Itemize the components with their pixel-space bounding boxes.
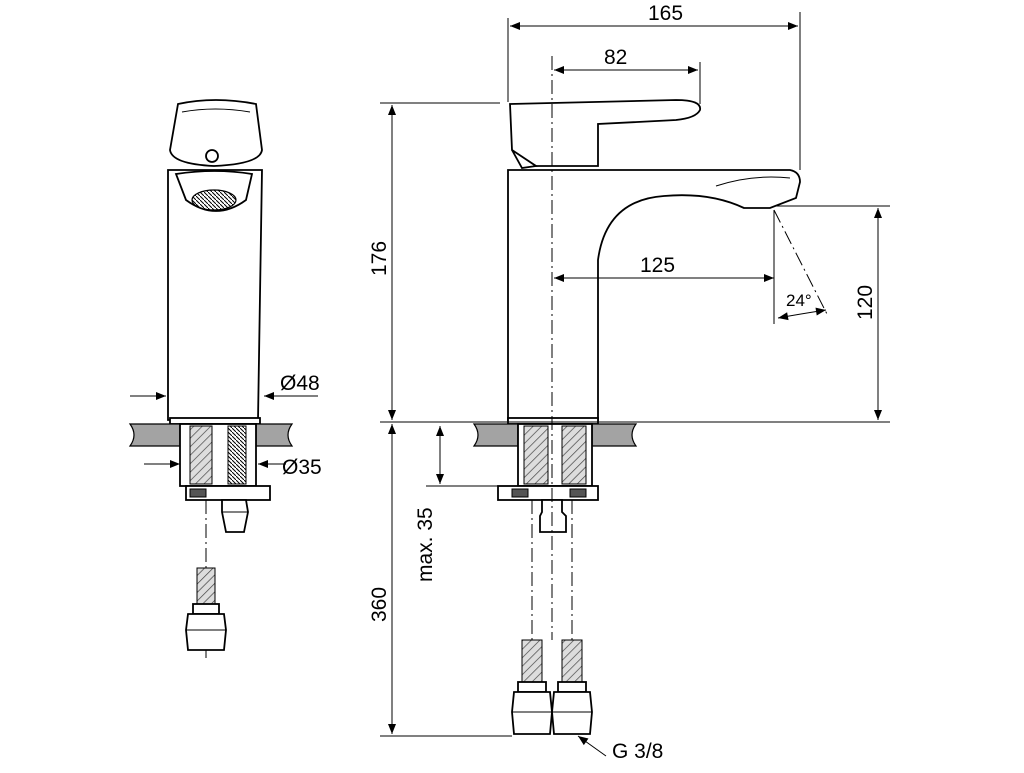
label-24-degree: 24° xyxy=(786,291,812,310)
label-176: 176 xyxy=(368,241,391,276)
label-165: 165 xyxy=(648,2,683,25)
front-view xyxy=(128,99,294,660)
dimension-labels: 165 82 125 176 120 24° Ø48 Ø35 max. 35 3… xyxy=(280,2,877,763)
label-g-3-8: G 3/8 xyxy=(612,740,663,763)
front-lever-pin xyxy=(205,149,219,163)
label-360: 360 xyxy=(368,587,391,622)
front-countertop xyxy=(128,423,181,447)
label-120: 120 xyxy=(854,285,877,320)
label-125: 125 xyxy=(640,254,675,277)
label-max-35: max. 35 xyxy=(414,507,437,582)
aerator xyxy=(191,189,237,211)
front-hose xyxy=(196,567,216,605)
side-hose-right xyxy=(561,639,583,683)
label-82: 82 xyxy=(604,46,627,69)
dimension-lines xyxy=(130,12,890,757)
side-body-spout xyxy=(507,169,801,421)
side-hose-left xyxy=(521,639,543,683)
side-countertop xyxy=(472,423,519,447)
front-lever xyxy=(169,99,263,167)
label-diameter-35: Ø35 xyxy=(282,456,322,479)
label-diameter-48: Ø48 xyxy=(280,372,320,395)
side-view xyxy=(472,56,801,735)
side-lever xyxy=(509,99,701,167)
